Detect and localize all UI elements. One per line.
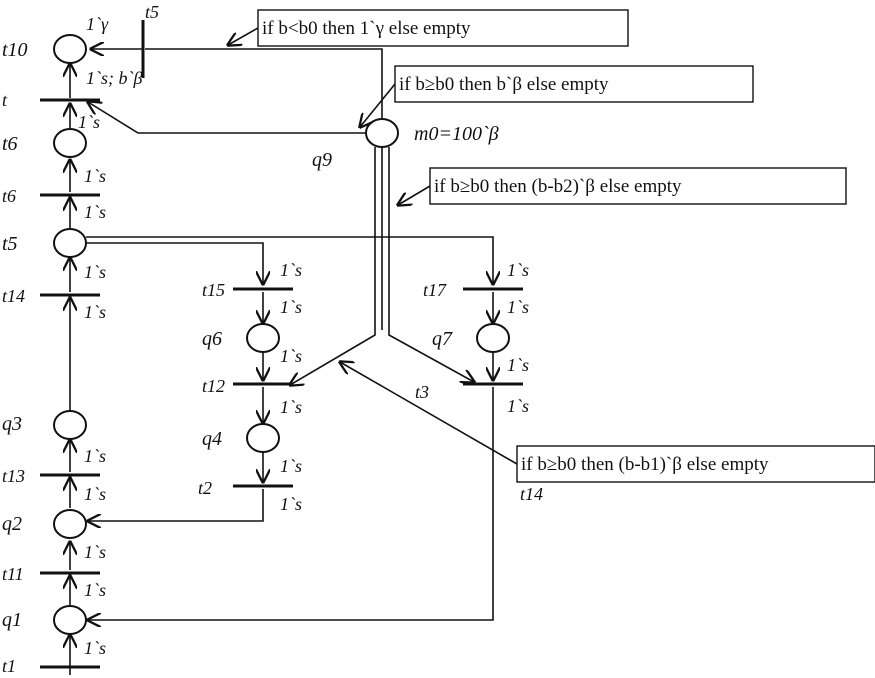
label-transition-t14-right: t14	[520, 484, 543, 504]
place-q9	[365, 118, 399, 148]
label-place-q4: q4	[202, 428, 222, 450]
label-place-t5: t5	[2, 233, 18, 255]
place-q7	[476, 323, 510, 353]
arc-label-1s: 1`s	[280, 397, 302, 417]
arc-label-gamma: 1`γ	[86, 14, 109, 34]
condition-text-1: if b<b0 then 1`γ else empty	[262, 18, 471, 39]
label-transition-t3: t3	[415, 382, 429, 402]
label-transition-t17: t17	[423, 280, 447, 300]
condition-text-4: if b≥b0 then (b-b1)`β else empty	[521, 454, 769, 475]
condition-box-2	[394, 65, 754, 103]
label-transition-t5: t5	[145, 2, 159, 22]
arc-label-1s: 1`s	[507, 355, 529, 375]
place-t6	[53, 128, 87, 158]
condition-box-4	[516, 445, 875, 483]
label-transition-t2: t2	[198, 478, 212, 498]
place-q6	[246, 323, 280, 353]
label-place-t10: t10	[2, 39, 28, 61]
arc-label-1s: 1`s	[84, 262, 106, 282]
label-transition-t6: t6	[2, 186, 16, 206]
label-transition-t12: t12	[202, 376, 225, 396]
label-transition-t15: t15	[202, 280, 225, 300]
label-place-q3: q3	[2, 413, 22, 435]
arc-label-1s: 1`s	[84, 542, 106, 562]
arc-label-1s: 1`s	[84, 202, 106, 222]
label-place-q7: q7	[432, 328, 453, 350]
condition-box-1	[257, 9, 629, 47]
place-q2	[53, 509, 87, 539]
label-transition-t14-left: t14	[2, 286, 25, 306]
arc-label-1s: 1`s	[280, 297, 302, 317]
arc-label-s-b-beta: 1`s; b`β	[86, 68, 142, 88]
arc-label-1s: 1`s	[280, 494, 302, 514]
arc-label-1s: 1`s	[280, 456, 302, 476]
place-q1	[53, 605, 87, 635]
arc-label-1s: 1`s	[84, 484, 106, 504]
label-transition-t13: t13	[2, 466, 25, 486]
place-q4	[246, 423, 280, 453]
label-place-q1: q1	[2, 609, 22, 631]
place-q3	[53, 410, 87, 440]
arc-label-1s: 1`s	[84, 446, 106, 466]
condition-text-3: if b≥b0 then (b-b2)`β else empty	[434, 176, 682, 197]
arc-label-1s: 1`s	[84, 166, 106, 186]
label-place-q6: q6	[202, 328, 222, 350]
label-transition-t11: t11	[2, 564, 24, 584]
arc-label-1s: 1`s	[84, 302, 106, 322]
place-t10	[53, 34, 87, 64]
arc-label-1s: 1`s	[78, 112, 100, 132]
arc-label-1s: 1`s	[84, 638, 106, 658]
arc-label-1s: 1`s	[507, 297, 529, 317]
condition-box-3	[429, 167, 847, 205]
arc-label-1s: 1`s	[280, 346, 302, 366]
label-place-t6: t6	[2, 133, 18, 155]
place-t5	[53, 228, 87, 258]
arc-label-1s: 1`s	[280, 260, 302, 280]
label-transition-t1: t1	[2, 656, 16, 676]
condition-text-2: if b≥b0 then b`β else empty	[399, 74, 609, 95]
arc-label-1s: 1`s	[84, 580, 106, 600]
label-place-q9: q9	[312, 149, 332, 171]
label-place-q2: q2	[2, 513, 22, 535]
arc-label-1s: 1`s	[507, 396, 529, 416]
initial-marking: m0=100`β	[414, 123, 499, 145]
arc-label-1s: 1`s	[507, 260, 529, 280]
label-transition-t: t	[2, 90, 8, 110]
